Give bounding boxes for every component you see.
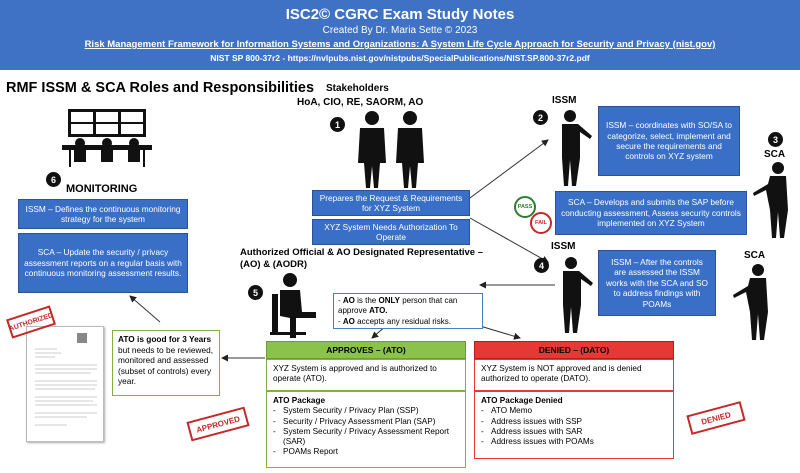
approves-text: XYZ System is approved and is authorized… xyxy=(266,359,466,391)
fail-stamp: FAIL xyxy=(530,212,552,234)
denied-package-item: Address issues with SSP xyxy=(481,417,667,428)
approves-package-item: System Security / Privacy Assessment Rep… xyxy=(273,427,459,448)
ao-seated-figure xyxy=(270,273,316,338)
ao-note-is-the: is the xyxy=(354,296,379,305)
denied-package-item: Address issues with SAR xyxy=(481,427,667,438)
header-link[interactable]: Risk Management Framework for Informatio… xyxy=(84,39,716,50)
ato-document-image xyxy=(26,326,104,442)
ao-note-ao: AO xyxy=(342,296,355,305)
pass-stamp: PASS xyxy=(514,196,536,218)
approves-package-item: System Security / Privacy Plan (SSP) xyxy=(273,406,459,417)
stakeholders-label: Stakeholders xyxy=(326,83,389,94)
monitoring-issm-box: ISSM – Defines the continuous monitoring… xyxy=(18,199,188,229)
issm-bottom-label: ISSM xyxy=(551,241,576,252)
step-6-badge: 6 xyxy=(46,172,61,187)
ao-note-ao-2: AO xyxy=(342,316,355,326)
denied-package: ATO Package Denied ATO Memo Address issu… xyxy=(474,391,674,459)
sca-bottom-label: SCA xyxy=(744,250,766,261)
step-1-badge: 1 xyxy=(330,117,345,132)
step-5-badge: 5 xyxy=(248,285,263,300)
stakeholders-roles: HoA, CIO, RE, SAORM, AO xyxy=(297,97,424,108)
approves-package-list: System Security / Privacy Plan (SSP) Sec… xyxy=(273,406,459,458)
issm-top-label: ISSM xyxy=(552,95,577,106)
approves-package-title: ATO Package xyxy=(273,396,326,405)
issm-top-box: ISSM – coordinates with SO/SA to categor… xyxy=(598,106,740,176)
header-url[interactable]: NIST SP 800-37r2 - https://nvlpubs.nist.… xyxy=(210,53,590,63)
sca-top-label: SCA xyxy=(764,149,786,160)
page-title: RMF ISSM & SCA Roles and Responsibilitie… xyxy=(6,80,315,96)
header-author: Created By Dr. Maria Sette © 2023 xyxy=(322,25,478,36)
approves-header: APPROVES – (ATO) xyxy=(266,341,466,359)
ato-validity-bold: ATO is good for 3 Years xyxy=(118,334,212,344)
step-2-badge: 2 xyxy=(533,110,548,125)
denied-package-list: ATO Memo Address issues with SSP Address… xyxy=(481,406,667,447)
denied-package-title: ATO Package Denied xyxy=(481,396,563,405)
denied-text: XYZ System is NOT approved and is denied… xyxy=(474,359,674,391)
sca-top-box: SCA – Develops and submits the SAP befor… xyxy=(555,191,747,235)
ao-note-only: ONLY xyxy=(378,296,400,305)
ao-note-risk: accepts any residual risks. xyxy=(354,316,451,326)
arrow-stakeholder-to-issm-bottom xyxy=(469,217,549,263)
denied-package-item: ATO Memo xyxy=(481,406,667,417)
arrow-ato-to-monitoring xyxy=(129,295,161,323)
ato-validity-note: ATO is good for 3 Years but needs to be … xyxy=(112,330,220,396)
issm-bottom-box: ISSM – After the controls are assessed t… xyxy=(598,250,716,316)
monitoring-sca-box: SCA – Update the security / privacy asse… xyxy=(18,233,188,293)
ao-note-box: - AO is the ONLY person that can approve… xyxy=(333,293,483,329)
issm-bottom-figure xyxy=(563,257,593,333)
approves-package-item: Security / Privacy Assessment Plan (SAP) xyxy=(273,417,459,428)
ao-note-line-1: - AO is the ONLY person that can approve… xyxy=(338,296,478,317)
ato-validity-text: but needs to be reviewed, monitored and … xyxy=(118,344,214,387)
header-banner: ISC2© CGRC Exam Study Notes Created By D… xyxy=(0,0,800,70)
step-3-badge: 3 xyxy=(768,132,783,147)
stakeholders-request-box: Prepares the Request & Requirements for … xyxy=(312,190,470,216)
ao-note-ato: ATO. xyxy=(369,306,388,316)
denied-package-item: Address issues with POAMs xyxy=(481,437,667,448)
monitoring-room-illustration xyxy=(62,109,152,167)
stakeholders-auth-box: XYZ System Needs Authorization To Operat… xyxy=(312,219,470,245)
denied-header: DENIED – (DATO) xyxy=(474,341,674,359)
stakeholders-people-icon xyxy=(358,111,424,188)
ao-note-line-2: - AO accepts any residual risks. xyxy=(338,317,478,327)
approves-package: ATO Package System Security / Privacy Pl… xyxy=(266,391,466,468)
ao-note-prefix-2: - xyxy=(338,316,343,326)
arrow-stakeholder-to-issm xyxy=(469,139,549,199)
sca-top-figure xyxy=(753,162,788,238)
monitoring-label: MONITORING xyxy=(66,183,138,195)
ao-note-person: person that can approve xyxy=(338,296,458,316)
document-lines xyxy=(35,333,97,426)
sca-bottom-figure xyxy=(733,264,768,340)
ao-note-prefix: - xyxy=(338,296,343,305)
header-title: ISC2© CGRC Exam Study Notes xyxy=(285,6,515,23)
approves-package-item: POAMs Report xyxy=(273,447,459,458)
step-4-badge: 4 xyxy=(534,258,549,273)
ao-label: Authorized Official & AO Designated Repr… xyxy=(240,247,484,270)
issm-top-figure xyxy=(562,110,592,186)
